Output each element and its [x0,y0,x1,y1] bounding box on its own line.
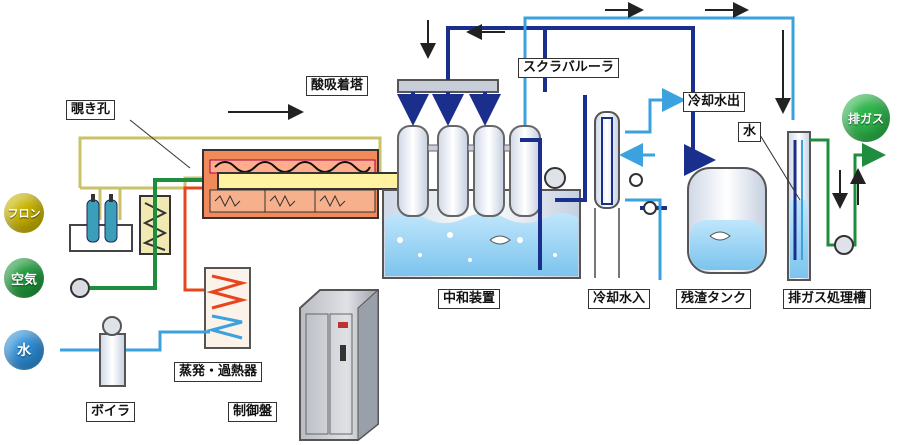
control-panel-label: 制御盤 [228,402,278,422]
freon-input-bubble: フロン [4,193,44,233]
cooling-water-out-label: 冷却水出 [683,92,746,112]
exhaust-treatment-label: 排ガス処理槽 [783,289,872,309]
steam-pipe [183,186,215,292]
freon-cylinders [69,194,133,252]
evaporator-superheater [204,267,251,349]
boiler [99,316,126,387]
water-input-label: 水 [17,343,31,359]
exhaust-label: 排ガス [847,111,884,126]
freon-label: フロン [7,207,41,220]
acid-tower-label: 酸吸着塔 [306,76,369,96]
air-input-bubble: 空気 [4,258,44,298]
air-pipe [90,178,205,290]
exhaust-fan [834,235,854,255]
circulation-pump [544,167,566,189]
exhaust-output-bubble: 排ガス [842,94,890,142]
scrubber-cooler [594,111,620,278]
acid-adsorption-columns [397,125,541,217]
neutralizer-label: 中和装置 [438,289,501,309]
exhaust-treatment-tank [787,131,811,281]
control-panel-cabinet [299,288,379,442]
residue-tank [687,167,767,274]
air-label: 空気 [10,272,37,288]
cooling-water-in-label: 冷却水入 [588,289,651,309]
acid-manifold [397,79,499,93]
freon-pipe [78,136,382,188]
air-blower [70,278,90,298]
incinerator [202,149,407,219]
evaporator-label: 蒸発・過熱器 [174,362,263,382]
peephole-label: 覗き孔 [66,100,116,120]
water-label: 水 [738,122,762,142]
scrubber-label: スクラバルーラ [518,58,619,78]
residue-tank-label: 残渣タンク [676,289,752,309]
water-input-bubble: 水 [4,330,44,370]
water-pipe [125,330,210,352]
boiler-label: ボイラ [86,402,136,422]
